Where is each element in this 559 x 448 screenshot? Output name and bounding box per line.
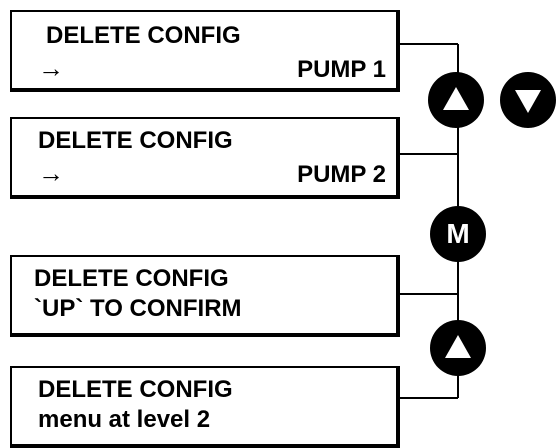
display-screen-4: DELETE CONFIG menu at level 2 — [10, 366, 400, 448]
menu-button[interactable]: M — [430, 206, 486, 262]
screen-3-instruction: `UP` TO CONFIRM — [34, 295, 242, 322]
menu-button-label: M — [446, 218, 470, 249]
screen-1-title: DELETE CONFIG — [46, 22, 241, 49]
right-arrow-icon: → — [38, 158, 64, 188]
triangle-up-icon — [445, 335, 471, 358]
screen-2-value: PUMP 2 — [297, 161, 386, 188]
triangle-up-icon — [443, 87, 469, 110]
screen-3-title: DELETE CONFIG — [34, 265, 229, 292]
triangle-down-icon — [515, 90, 541, 113]
right-arrow-icon: → — [38, 53, 64, 83]
down-button[interactable] — [500, 72, 556, 128]
up-confirm-button[interactable] — [430, 320, 486, 376]
up-button[interactable] — [428, 72, 484, 128]
display-screen-1: DELETE CONFIG → PUMP 1 — [10, 10, 400, 92]
screen-4-status: menu at level 2 — [38, 406, 211, 433]
screen-1-value: PUMP 1 — [297, 56, 386, 83]
screen-2-title: DELETE CONFIG — [38, 127, 233, 154]
display-screen-2: DELETE CONFIG → PUMP 2 — [10, 117, 400, 199]
display-screen-3: DELETE CONFIG `UP` TO CONFIRM — [10, 255, 400, 337]
screen-4-title: DELETE CONFIG — [38, 376, 233, 403]
